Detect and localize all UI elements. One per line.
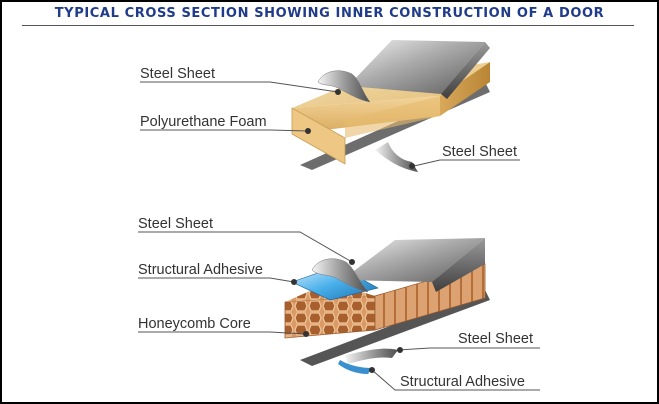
bottom-steel-sheet-edge xyxy=(432,238,485,292)
leader-adhesive-top xyxy=(138,277,295,283)
label-honeycomb-core: Honeycomb Core xyxy=(138,316,251,332)
leader-bottom-steel xyxy=(138,231,353,263)
label-structural-adhesive-top: Structural Adhesive xyxy=(138,262,263,278)
marker-foam xyxy=(305,128,311,134)
top-steel-sheet-edge xyxy=(441,42,490,99)
marker-top-bottom-steel xyxy=(409,163,415,169)
leader-top-bottom-steel xyxy=(413,159,520,167)
diagram-title: TYPICAL CROSS SECTION SHOWING INNER CONS… xyxy=(54,6,605,21)
leader-adhesive-bottom xyxy=(371,369,540,391)
marker-bottom-steel xyxy=(349,259,355,265)
marker-bottom-bottom-steel xyxy=(397,347,403,353)
label-bottom-bottom-steel-sheet: Steel Sheet xyxy=(458,331,533,347)
bottom-door-section: Steel Sheet Structural Adhesive Honeycom… xyxy=(138,216,540,391)
bottom-adhesive-curl xyxy=(338,360,372,374)
bottom-steel-sheet-curl xyxy=(311,258,369,293)
top-steel-sheet-curl xyxy=(317,70,371,103)
label-bottom-steel-sheet: Steel Sheet xyxy=(138,216,213,232)
leader-honeycomb xyxy=(138,331,307,335)
bottom-steel-sheet-face xyxy=(342,238,485,282)
honeycomb-front-face xyxy=(284,295,376,339)
marker-top-steel xyxy=(335,89,341,95)
leader-bottom-bottom-steel xyxy=(397,347,540,351)
leader-foam xyxy=(140,129,309,132)
leader-top-steel xyxy=(140,81,339,93)
label-polyurethane-foam: Polyurethane Foam xyxy=(140,114,267,130)
label-structural-adhesive-bottom: Structural Adhesive xyxy=(400,374,525,390)
bottom-bottom-steel-curl xyxy=(345,348,398,364)
label-top-bottom-steel-sheet: Steel Sheet xyxy=(442,144,517,160)
marker-honeycomb xyxy=(303,331,309,337)
top-door-section: Steel Sheet Polyurethane Foam Steel Shee… xyxy=(140,40,520,172)
foam-end-face xyxy=(291,107,346,165)
foam-side-face xyxy=(440,62,490,116)
top-steel-sheet-face xyxy=(348,40,485,94)
marker-adhesive-top xyxy=(291,279,297,285)
title-divider xyxy=(22,25,634,26)
top-bottom-steel-curl xyxy=(375,142,418,172)
label-top-steel-sheet: Steel Sheet xyxy=(140,66,215,82)
marker-adhesive-bottom xyxy=(369,367,375,373)
foam-shade xyxy=(345,96,440,138)
